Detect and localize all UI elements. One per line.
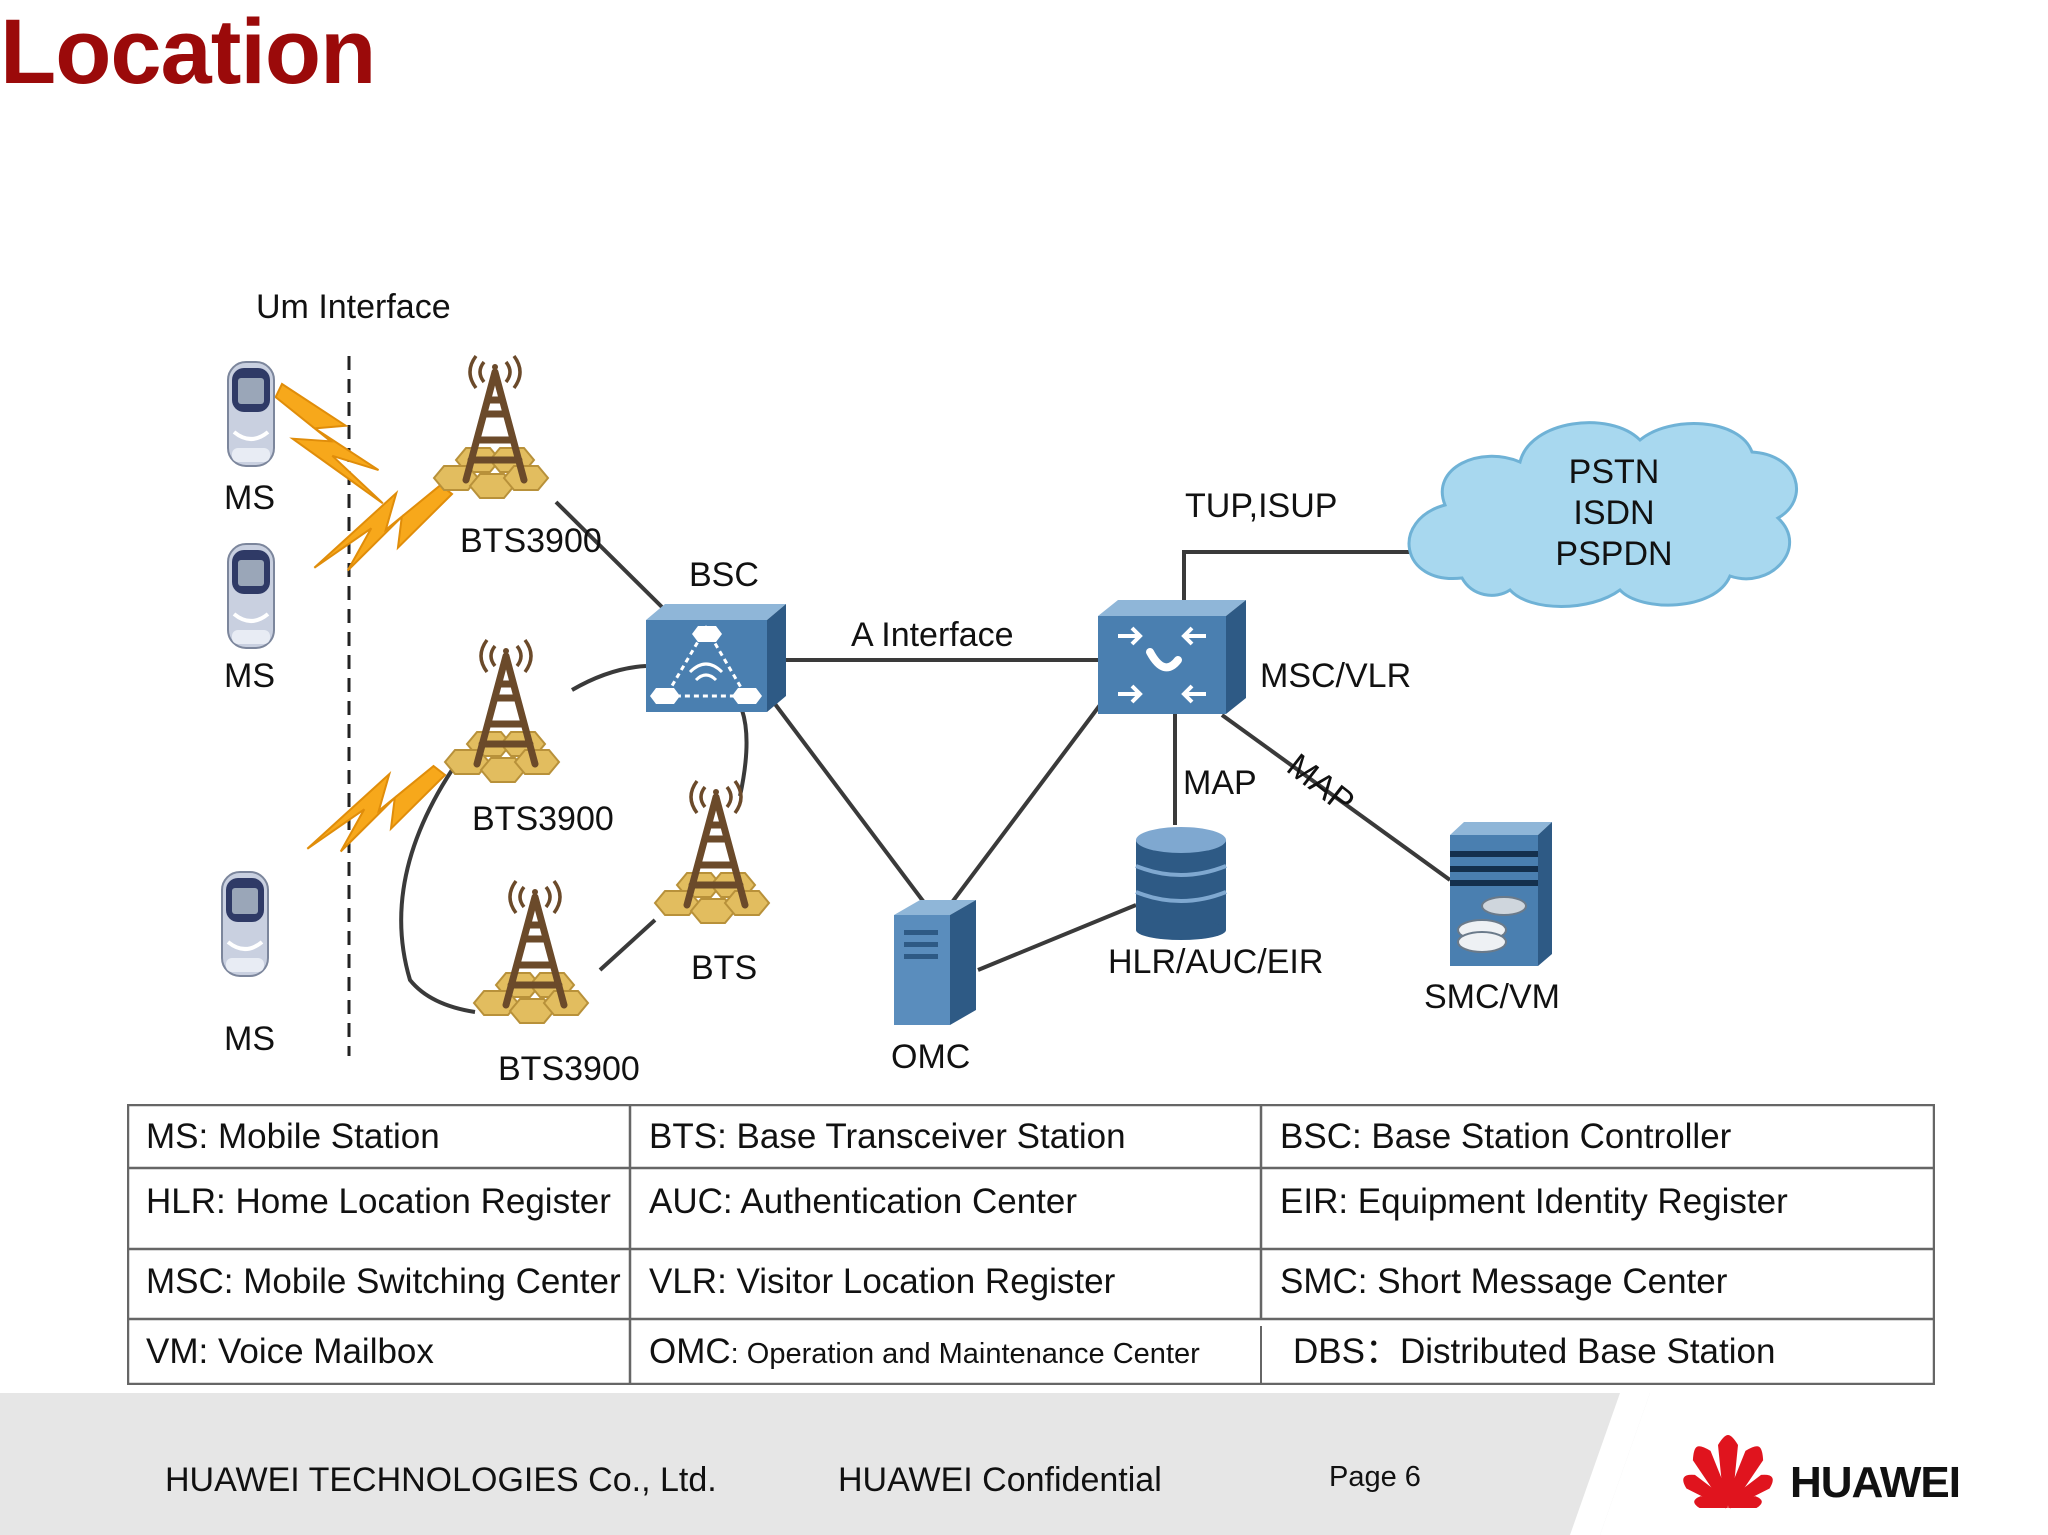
legend-cell-dbs: DBS：Distributed Base Station: [1293, 1332, 1776, 1371]
ms-label: MS: [224, 1020, 275, 1058]
um-interface-label: Um Interface: [256, 288, 451, 326]
mobile-phone-icon: [226, 542, 276, 650]
cloud-network-labels: PSTN ISDN PSPDN: [1540, 452, 1688, 575]
bts-tower-icon: [655, 781, 769, 923]
huawei-logo-icon: [1683, 1435, 1773, 1509]
pstn-label: PSTN: [1568, 453, 1660, 491]
legend-cell-bsc: BSC: Base Station Controller: [1280, 1117, 1732, 1156]
legend-table: MS: Mobile Station BTS: Base Transceiver…: [127, 1104, 1935, 1385]
hlr-auc-eir-label: HLR/AUC/EIR: [1108, 943, 1324, 981]
map-label: MAP: [1183, 764, 1257, 802]
confidential-label: HUAWEI Confidential: [838, 1461, 1162, 1499]
bts-tower-icon: [434, 356, 548, 498]
page-number: Page 6: [1329, 1461, 1421, 1493]
bts3900-label: BTS3900: [498, 1050, 640, 1088]
smc-vm-label: SMC/VM: [1424, 978, 1560, 1016]
footer: HUAWEI TECHNOLOGIES Co., Ltd. HUAWEI Con…: [0, 1393, 2048, 1535]
omc-label: OMC: [891, 1038, 971, 1076]
legend-cell-eir: EIR: Equipment Identity Register: [1280, 1182, 1788, 1221]
a-interface-label: A Interface: [851, 616, 1014, 654]
network-diagram: [220, 0, 1798, 1056]
bts-tower-icon: [445, 640, 559, 782]
lightning-icon: [259, 382, 455, 888]
legend-grid: [127, 1104, 1935, 1385]
legend-cell-msc: MSC: Mobile Switching Center: [146, 1262, 621, 1301]
legend-cell-auc: AUC: Authentication Center: [649, 1182, 1078, 1221]
bts-tower-icon: [474, 881, 588, 1023]
pspdn-label: PSPDN: [1555, 535, 1673, 573]
legend-cell-smc: SMC: Short Message Center: [1280, 1262, 1728, 1301]
mobile-phone-icon: [226, 360, 276, 468]
connection-lines: [399, 500, 1452, 1014]
omc-abbrev: OMC: [649, 1332, 731, 1371]
legend-cell-omc: OMC: Operation and Maintenance Center: [649, 1334, 1200, 1369]
bsc-switch-icon: [646, 604, 786, 712]
msc-switch-icon: [1098, 600, 1246, 714]
bts-label: BTS: [691, 949, 758, 987]
legend-cell-ms: MS: Mobile Station: [146, 1117, 440, 1156]
tup-isup-label: TUP,ISUP: [1185, 487, 1338, 525]
legend-cell-bts: BTS: Base Transceiver Station: [649, 1117, 1126, 1156]
isdn-label: ISDN: [1573, 494, 1655, 532]
legend-cell-hlr: HLR: Home Location Register: [146, 1182, 611, 1221]
cloud-icon: [1407, 421, 1798, 608]
storage-server-icon: [1450, 822, 1552, 966]
bts3900-label: BTS3900: [460, 522, 602, 560]
server-icon: [894, 900, 976, 1025]
legend-cell-vm: VM: Voice Mailbox: [146, 1332, 434, 1371]
database-icon: [1135, 827, 1227, 940]
ms-label: MS: [224, 479, 275, 517]
bsc-label: BSC: [689, 556, 759, 594]
bts3900-label: BTS3900: [472, 800, 614, 838]
legend-cell-vlr: VLR: Visitor Location Register: [649, 1262, 1116, 1301]
page-title: Location: [0, 1, 376, 103]
ms-label: MS: [224, 657, 275, 695]
company-name: HUAWEI TECHNOLOGIES Co., Ltd.: [165, 1461, 717, 1499]
msc-vlr-label: MSC/VLR: [1260, 657, 1412, 695]
omc-expansion: : Operation and Maintenance Center: [730, 1338, 1200, 1370]
mobile-phone-icon: [220, 870, 270, 978]
huawei-logo-text: HUAWEI: [1790, 1458, 1961, 1507]
